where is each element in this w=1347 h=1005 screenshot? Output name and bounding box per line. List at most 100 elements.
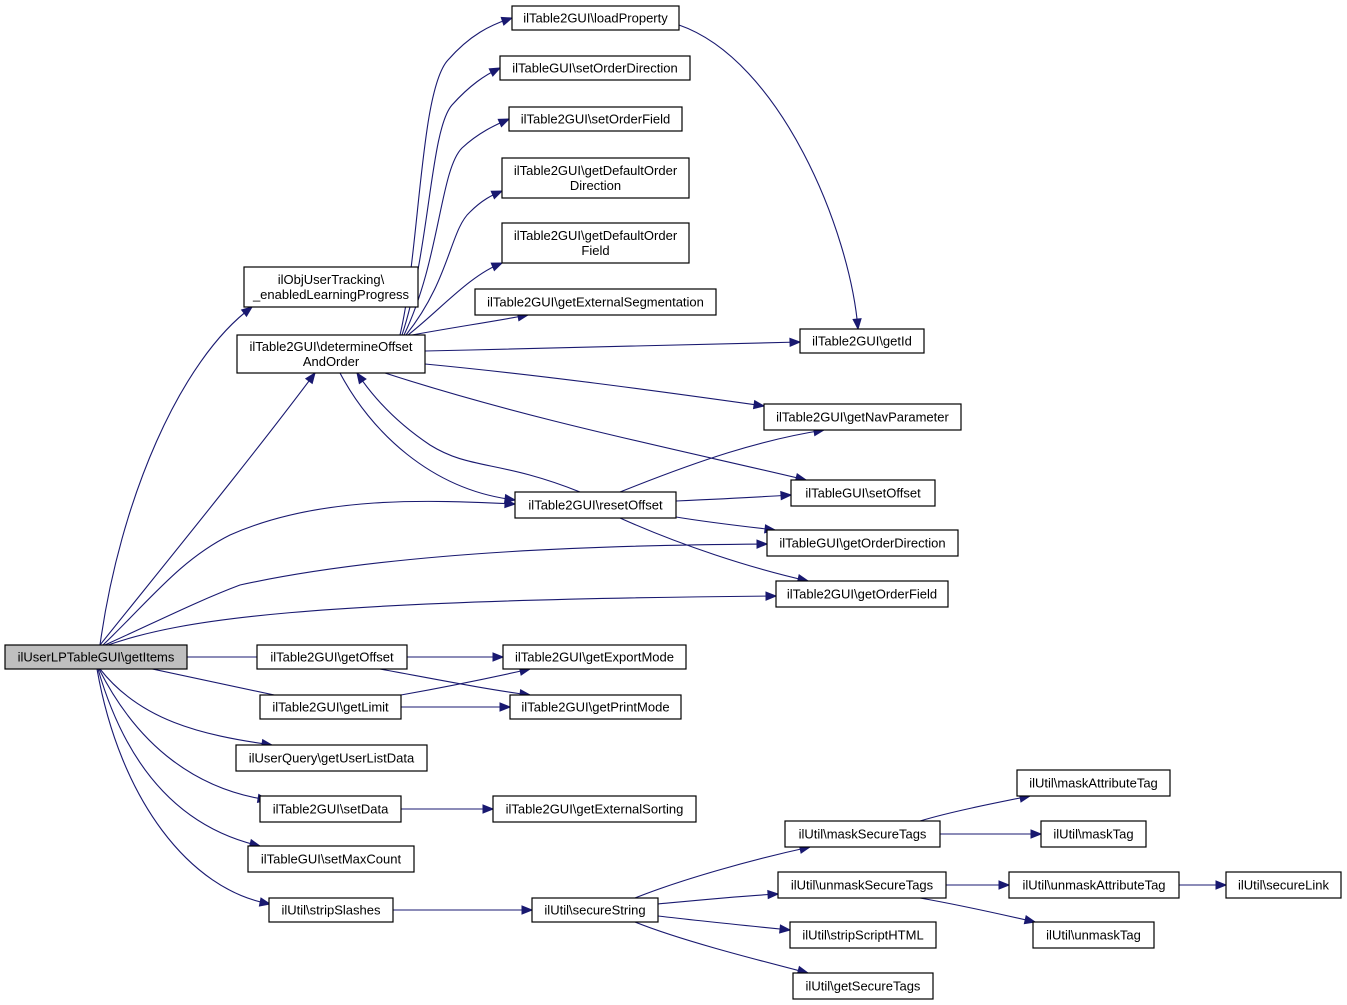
node-box[interactable]: [763, 403, 962, 431]
node-label: ilUtil\stripScriptHTML: [802, 928, 923, 943]
node-secureString[interactable]: ilUtil\secureString: [531, 897, 659, 923]
node-setOrderDirection[interactable]: ilTableGUI\setOrderDirection: [499, 55, 691, 81]
node-getExportMode[interactable]: ilTable2GUI\getExportMode: [502, 644, 687, 670]
edge-resetOffset-to-setOffset: [675, 490, 793, 502]
node-box[interactable]: [1032, 921, 1155, 949]
node-box[interactable]: [259, 795, 402, 823]
edge-determineOffset-to-getId: [424, 337, 802, 352]
node-box[interactable]: [1040, 820, 1147, 848]
node-setOrderField[interactable]: ilTable2GUI\setOrderField: [508, 106, 683, 132]
edge-loadProperty-to-getId: [678, 24, 862, 331]
arrow-head: [488, 67, 502, 77]
node-box[interactable]: [514, 491, 677, 519]
node-box[interactable]: [784, 820, 941, 848]
node-setData[interactable]: ilTable2GUI\setData: [259, 795, 402, 823]
node-setOffset[interactable]: ilTableGUI\setOffset: [790, 479, 936, 507]
node-getUserListData[interactable]: ilUserQuery\getUserListData: [235, 744, 428, 772]
edge-line: [411, 314, 529, 336]
node-box[interactable]: [509, 694, 682, 720]
edge-setData-to-getExternalSorting: [401, 804, 495, 814]
edge-line: [919, 897, 1036, 923]
node-getOrderDirection[interactable]: ilTableGUI\getOrderDirection: [766, 529, 959, 557]
edge-getItems-to-determineOffset: [99, 371, 316, 646]
node-secureLink[interactable]: ilUtil\secureLink: [1225, 871, 1342, 899]
node-box[interactable]: [1008, 871, 1180, 899]
node-resetOffset[interactable]: ilTable2GUI\resetOffset: [514, 491, 677, 519]
node-stripSlashes[interactable]: ilUtil\stripSlashes: [268, 897, 394, 923]
node-getLimit[interactable]: ilTable2GUI\getLimit: [259, 694, 402, 720]
node-label: ilUtil\unmaskSecureTags: [791, 878, 934, 893]
node-box[interactable]: [1016, 769, 1171, 797]
edge-line: [96, 668, 271, 905]
node-maskSecureTags[interactable]: ilUtil\maskSecureTags: [784, 820, 941, 848]
node-unmaskSecureTags[interactable]: ilUtil\unmaskSecureTags: [777, 871, 947, 899]
node-box[interactable]: [236, 334, 426, 374]
node-label: ilTableGUI\getOrderDirection: [779, 536, 945, 551]
node-box[interactable]: [247, 845, 415, 873]
node-box[interactable]: [775, 580, 949, 608]
edge-line: [379, 668, 531, 696]
node-box[interactable]: [235, 744, 428, 772]
node-box[interactable]: [256, 644, 408, 670]
node-box[interactable]: [4, 644, 188, 670]
node-getExternalSorting[interactable]: ilTable2GUI\getExternalSorting: [492, 795, 697, 823]
edge-line: [403, 118, 510, 336]
node-enabledLP[interactable]: ilObjUserTracking\_enabledLearningProgre…: [243, 266, 419, 308]
node-setMaxCount[interactable]: ilTableGUI\setMaxCount: [247, 845, 415, 873]
node-box[interactable]: [502, 644, 687, 670]
node-box[interactable]: [1225, 871, 1342, 899]
node-getPrintMode[interactable]: ilTable2GUI\getPrintMode: [509, 694, 682, 720]
node-label: ilTable2GUI\getLimit: [272, 700, 389, 715]
node-box[interactable]: [474, 288, 717, 316]
node-box[interactable]: [492, 795, 697, 823]
node-unmaskTag[interactable]: ilUtil\unmaskTag: [1032, 921, 1155, 949]
edge-line: [104, 543, 768, 646]
node-box[interactable]: [777, 871, 947, 899]
node-box[interactable]: [268, 897, 394, 923]
node-box[interactable]: [531, 897, 659, 923]
arrow-head: [356, 371, 367, 385]
node-box[interactable]: [508, 106, 683, 132]
node-box[interactable]: [799, 328, 925, 354]
node-getId[interactable]: ilTable2GUI\getId: [799, 328, 925, 354]
node-label: ilTable2GUI\getExternalSegmentation: [487, 295, 704, 310]
edge-getItems-to-getUserListData: [99, 668, 274, 749]
node-label: ilTable2GUI\getPrintMode: [521, 700, 669, 715]
edge-line: [634, 921, 809, 974]
node-box[interactable]: [259, 694, 402, 720]
node-maskTag[interactable]: ilUtil\maskTag: [1040, 820, 1147, 848]
node-label: Field: [581, 243, 609, 258]
node-box[interactable]: [501, 157, 690, 199]
edge-line: [102, 500, 516, 646]
node-loadProperty[interactable]: ilTable2GUI\loadProperty: [511, 5, 680, 31]
node-label: ilObjUserTracking\: [278, 272, 385, 287]
node-stripScriptHTML[interactable]: ilUtil\stripScriptHTML: [789, 921, 937, 949]
node-maskAttributeTag[interactable]: ilUtil\maskAttributeTag: [1016, 769, 1171, 797]
node-getSecureTags[interactable]: ilUtil\getSecureTags: [792, 972, 934, 1000]
node-getOffset[interactable]: ilTable2GUI\getOffset: [256, 644, 408, 670]
node-box[interactable]: [792, 972, 934, 1000]
node-getOrderField[interactable]: ilTable2GUI\getOrderField: [775, 580, 949, 608]
node-getExternalSegmentation[interactable]: ilTable2GUI\getExternalSegmentation: [474, 288, 717, 316]
node-box[interactable]: [790, 479, 936, 507]
node-getItems[interactable]: ilUserLPTableGUI\getItems: [4, 644, 188, 670]
edge-line: [97, 668, 261, 847]
edge-line: [400, 668, 531, 696]
node-box[interactable]: [511, 5, 680, 31]
node-unmaskAttributeTag[interactable]: ilUtil\unmaskAttributeTag: [1008, 871, 1180, 899]
node-box[interactable]: [243, 266, 419, 308]
node-box[interactable]: [766, 529, 959, 557]
node-box[interactable]: [499, 55, 691, 81]
node-label: ilUtil\secureString: [544, 903, 645, 918]
node-getNavParameter[interactable]: ilTable2GUI\getNavParameter: [763, 403, 962, 431]
arrow-head: [1215, 880, 1228, 890]
node-box[interactable]: [789, 921, 937, 949]
edge-getItems-to-getOrderDirection: [104, 539, 769, 646]
node-label: ilTable2GUI\setData: [273, 802, 389, 817]
node-box[interactable]: [501, 222, 690, 264]
edge-maskSecureTags-to-maskAttributeTag: [919, 793, 1032, 822]
